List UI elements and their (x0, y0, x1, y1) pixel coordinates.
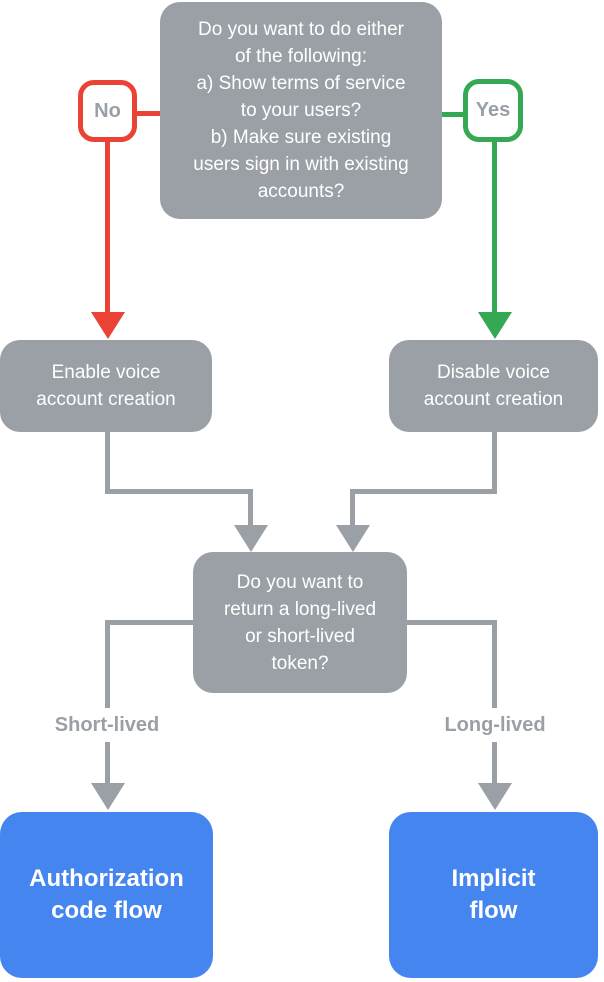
enable-to-token-horizontal-line (105, 489, 253, 494)
arrow-down-gray-icon (336, 525, 370, 552)
long-lived-branch-tag: Long-lived (410, 708, 580, 742)
no-branch-label: No (94, 99, 121, 122)
short-lived-vertical-line (105, 620, 110, 784)
enable-to-token-drop-line (248, 489, 253, 527)
short-lived-horizontal-line (105, 620, 193, 625)
yes-branch-label: Yes (475, 99, 511, 121)
action-node-enable-voice-account-creation: Enable voice account creation (0, 340, 212, 432)
result-node-authorization-code-flow: Authorization code flow (0, 812, 213, 978)
arrow-down-red-icon (91, 312, 125, 339)
arrow-down-gray-icon (234, 525, 268, 552)
enable-to-token-vertical-line (105, 432, 110, 494)
disable-to-token-vertical-line (492, 432, 497, 494)
yes-branch-vertical-line (492, 140, 497, 312)
long-lived-vertical-line (492, 620, 497, 784)
disable-to-token-horizontal-line (350, 489, 497, 494)
no-branch-badge: No (78, 80, 137, 142)
yes-branch-horizontal-line (442, 112, 463, 117)
no-branch-vertical-line (105, 140, 110, 312)
short-lived-branch-tag: Short-lived (22, 708, 192, 742)
no-branch-horizontal-line (137, 111, 160, 116)
arrow-down-gray-icon (478, 783, 512, 810)
long-lived-horizontal-line (407, 620, 497, 625)
disable-to-token-drop-line (350, 489, 355, 527)
short-lived-branch-label: Short-lived (54, 713, 160, 736)
question-node-token-lifetime: Do you want to return a long-lived or sh… (193, 552, 407, 693)
yes-branch-badge: Yes (463, 79, 523, 142)
arrow-down-green-icon (478, 312, 512, 339)
long-lived-branch-label: Long-lived (444, 713, 546, 736)
question-node-start: Do you want to do either of the followin… (160, 2, 442, 219)
arrow-down-gray-icon (91, 783, 125, 810)
result-node-implicit-flow: Implicit flow (389, 812, 598, 978)
action-node-disable-voice-account-creation: Disable voice account creation (389, 340, 598, 432)
